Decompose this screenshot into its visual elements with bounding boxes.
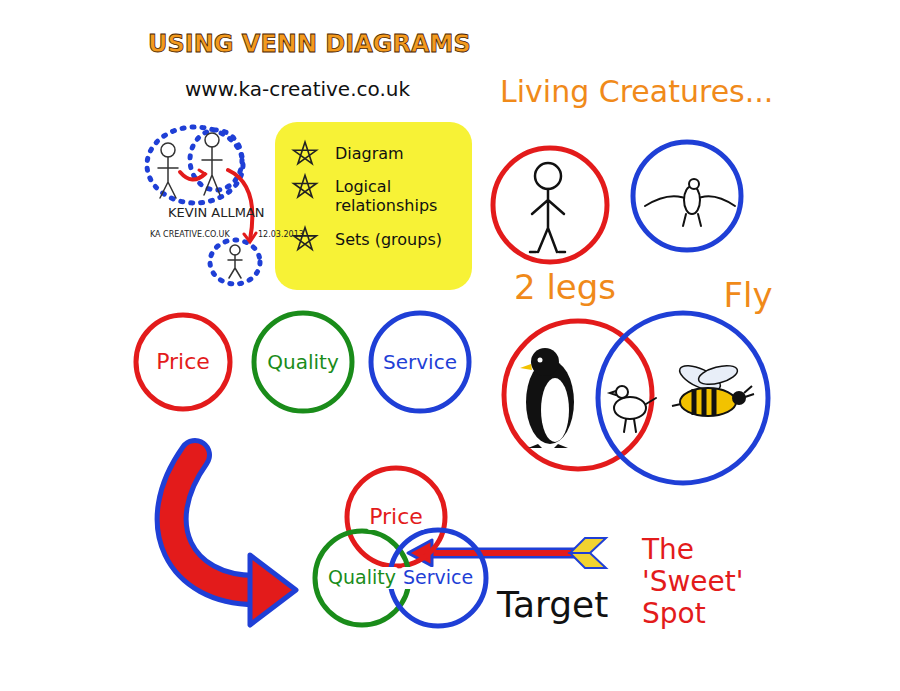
set-name: Price bbox=[156, 349, 210, 374]
red-arrow bbox=[228, 170, 252, 240]
signature-site: KA CREATIVE.CO.UK bbox=[150, 230, 230, 239]
set-outline bbox=[390, 530, 486, 626]
set-heading: 2 legs bbox=[514, 268, 616, 307]
bullet-star bbox=[294, 175, 317, 197]
set-outline bbox=[371, 313, 469, 411]
arrow-head bbox=[198, 170, 205, 178]
title: USING VENN DIAGRAMS bbox=[148, 30, 471, 58]
target-label: Target bbox=[497, 584, 608, 625]
set-name: Service bbox=[401, 567, 475, 589]
label-wrap: The 'Sweet' Spot bbox=[642, 534, 767, 631]
label-wrap: KA CREATIVE.CO.UK bbox=[150, 230, 230, 239]
set-circle: Service bbox=[368, 310, 472, 414]
penguin bbox=[520, 348, 574, 448]
set-outline bbox=[136, 315, 230, 409]
stick-figure bbox=[202, 133, 222, 195]
sweet-spot-label: The 'Sweet' Spot bbox=[642, 534, 767, 631]
set-name: Price bbox=[367, 504, 425, 529]
set-outline bbox=[493, 148, 607, 262]
set-circle: 2 legs bbox=[490, 145, 610, 265]
set-name: Quality bbox=[326, 567, 398, 589]
set-circle: Service bbox=[387, 527, 489, 629]
label-wrap: KEVIN ALLMAN bbox=[168, 206, 265, 221]
note-fill bbox=[275, 122, 472, 290]
fly-set bbox=[598, 313, 768, 483]
label-wrap: Living Creatures... bbox=[500, 75, 773, 110]
set-circle: Price bbox=[133, 312, 233, 412]
label-wrap: www.ka-creative.co.uk bbox=[185, 78, 410, 101]
set-heading: Fly bbox=[723, 276, 772, 315]
dotted-set bbox=[210, 240, 260, 284]
section-heading: Living Creatures... bbox=[500, 75, 773, 110]
set-outline bbox=[315, 531, 409, 625]
note-box: DiagramLogical relationshipsSets (groups… bbox=[275, 122, 472, 290]
node-outline bbox=[490, 145, 610, 265]
set-circle: Fly bbox=[630, 139, 744, 253]
curved-arrow bbox=[172, 455, 296, 625]
bullet-text: Diagram bbox=[335, 144, 460, 163]
set-outline bbox=[633, 142, 741, 250]
bullet-text: Logical relationships bbox=[335, 177, 460, 215]
small-bird bbox=[610, 386, 656, 432]
arrow-head bbox=[244, 233, 256, 242]
label-wrap: Target bbox=[497, 584, 608, 625]
signature: KEVIN ALLMAN bbox=[168, 206, 265, 221]
set-outline bbox=[254, 313, 352, 411]
stick-man bbox=[530, 163, 565, 252]
bullet-star bbox=[294, 142, 317, 164]
set-circle: Quality bbox=[251, 310, 355, 414]
bee bbox=[672, 361, 754, 416]
two-legs-set bbox=[504, 321, 652, 469]
web-address: www.ka-creative.co.uk bbox=[185, 78, 410, 101]
signature-date: 12.03.2013 bbox=[258, 230, 304, 239]
title-wrap: USING VENN DIAGRAMS bbox=[148, 30, 471, 58]
label-wrap: 12.03.2013 bbox=[258, 230, 304, 239]
dotted-set bbox=[147, 127, 243, 203]
stick-figure bbox=[228, 245, 242, 278]
set-circle: Quality bbox=[312, 528, 412, 628]
set-name: Service bbox=[383, 351, 457, 374]
set-name: Quality bbox=[267, 351, 338, 374]
flying-bird bbox=[645, 179, 735, 226]
stick-figure bbox=[158, 143, 178, 198]
bullet-text: Sets (groups) bbox=[335, 230, 460, 249]
node-outline bbox=[630, 139, 744, 253]
